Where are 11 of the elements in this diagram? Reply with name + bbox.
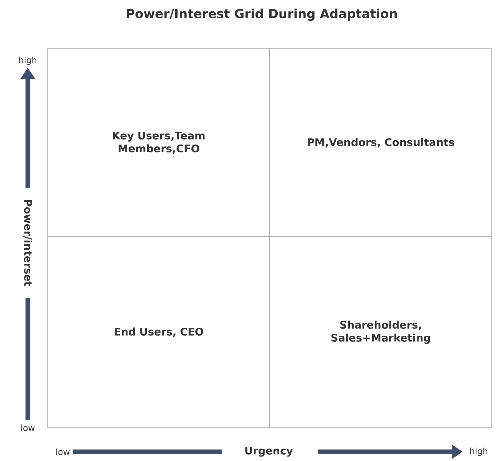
quadrant-box: Key Users,Team Members,CFO <box>48 48 270 238</box>
axis-title: Power/interset <box>24 200 32 286</box>
axis-end-label: low <box>22 424 35 432</box>
axis-end-label: high <box>470 448 488 456</box>
axis-end-label: high <box>20 56 37 66</box>
axis-title: Urgency <box>246 447 294 457</box>
title: Power/Interest Grid During Adaptation <box>127 8 398 22</box>
quadrant-box: PM,Vendors, Consultants <box>270 48 492 238</box>
quadrant-box: Shareholders, Sales+Marketing <box>270 236 492 428</box>
axis-end-label: low <box>56 448 70 456</box>
quadrant-box: End Users, CEO <box>48 236 270 428</box>
